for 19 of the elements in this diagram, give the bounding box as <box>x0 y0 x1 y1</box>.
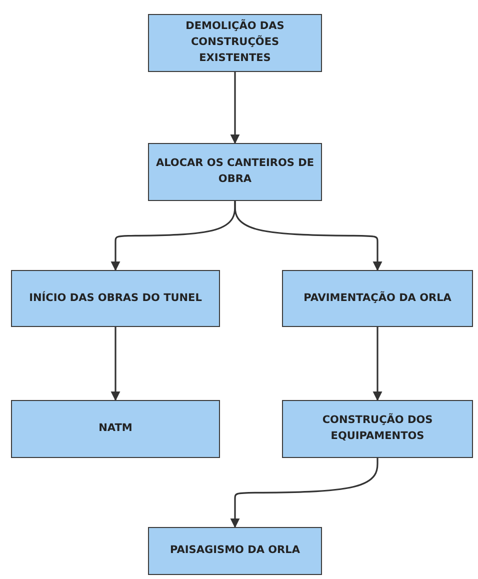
box-label: ALOCAR OS CANTEIROS DE OBRA <box>154 156 316 187</box>
box-label: PAISAGISMO DA ORLA <box>169 543 301 558</box>
process-box <box>148 143 322 201</box>
box-label: CONSTRUÇÃO DOS EQUIPAMENTOS <box>321 413 434 444</box>
arrow <box>110 327 120 401</box>
process-box <box>282 270 473 327</box>
arrow <box>230 458 378 528</box>
process-box <box>11 270 220 327</box>
box-label: PAVIMENTAÇÃO DA ORLA <box>302 290 452 306</box>
arrow <box>234 201 382 271</box>
process-box <box>282 400 473 458</box>
process-box <box>148 527 322 575</box>
box-label: NATM <box>98 421 134 436</box>
arrow <box>372 327 382 401</box>
process-box <box>148 14 322 72</box>
box-label: INÍCIO DAS OBRAS DO TUNEL <box>28 290 203 306</box>
box-label: DEMOLIÇÃO DAS CONSTRUÇÕES EXISTENTES <box>184 19 286 66</box>
process-box <box>11 400 220 458</box>
arrow <box>230 72 240 144</box>
